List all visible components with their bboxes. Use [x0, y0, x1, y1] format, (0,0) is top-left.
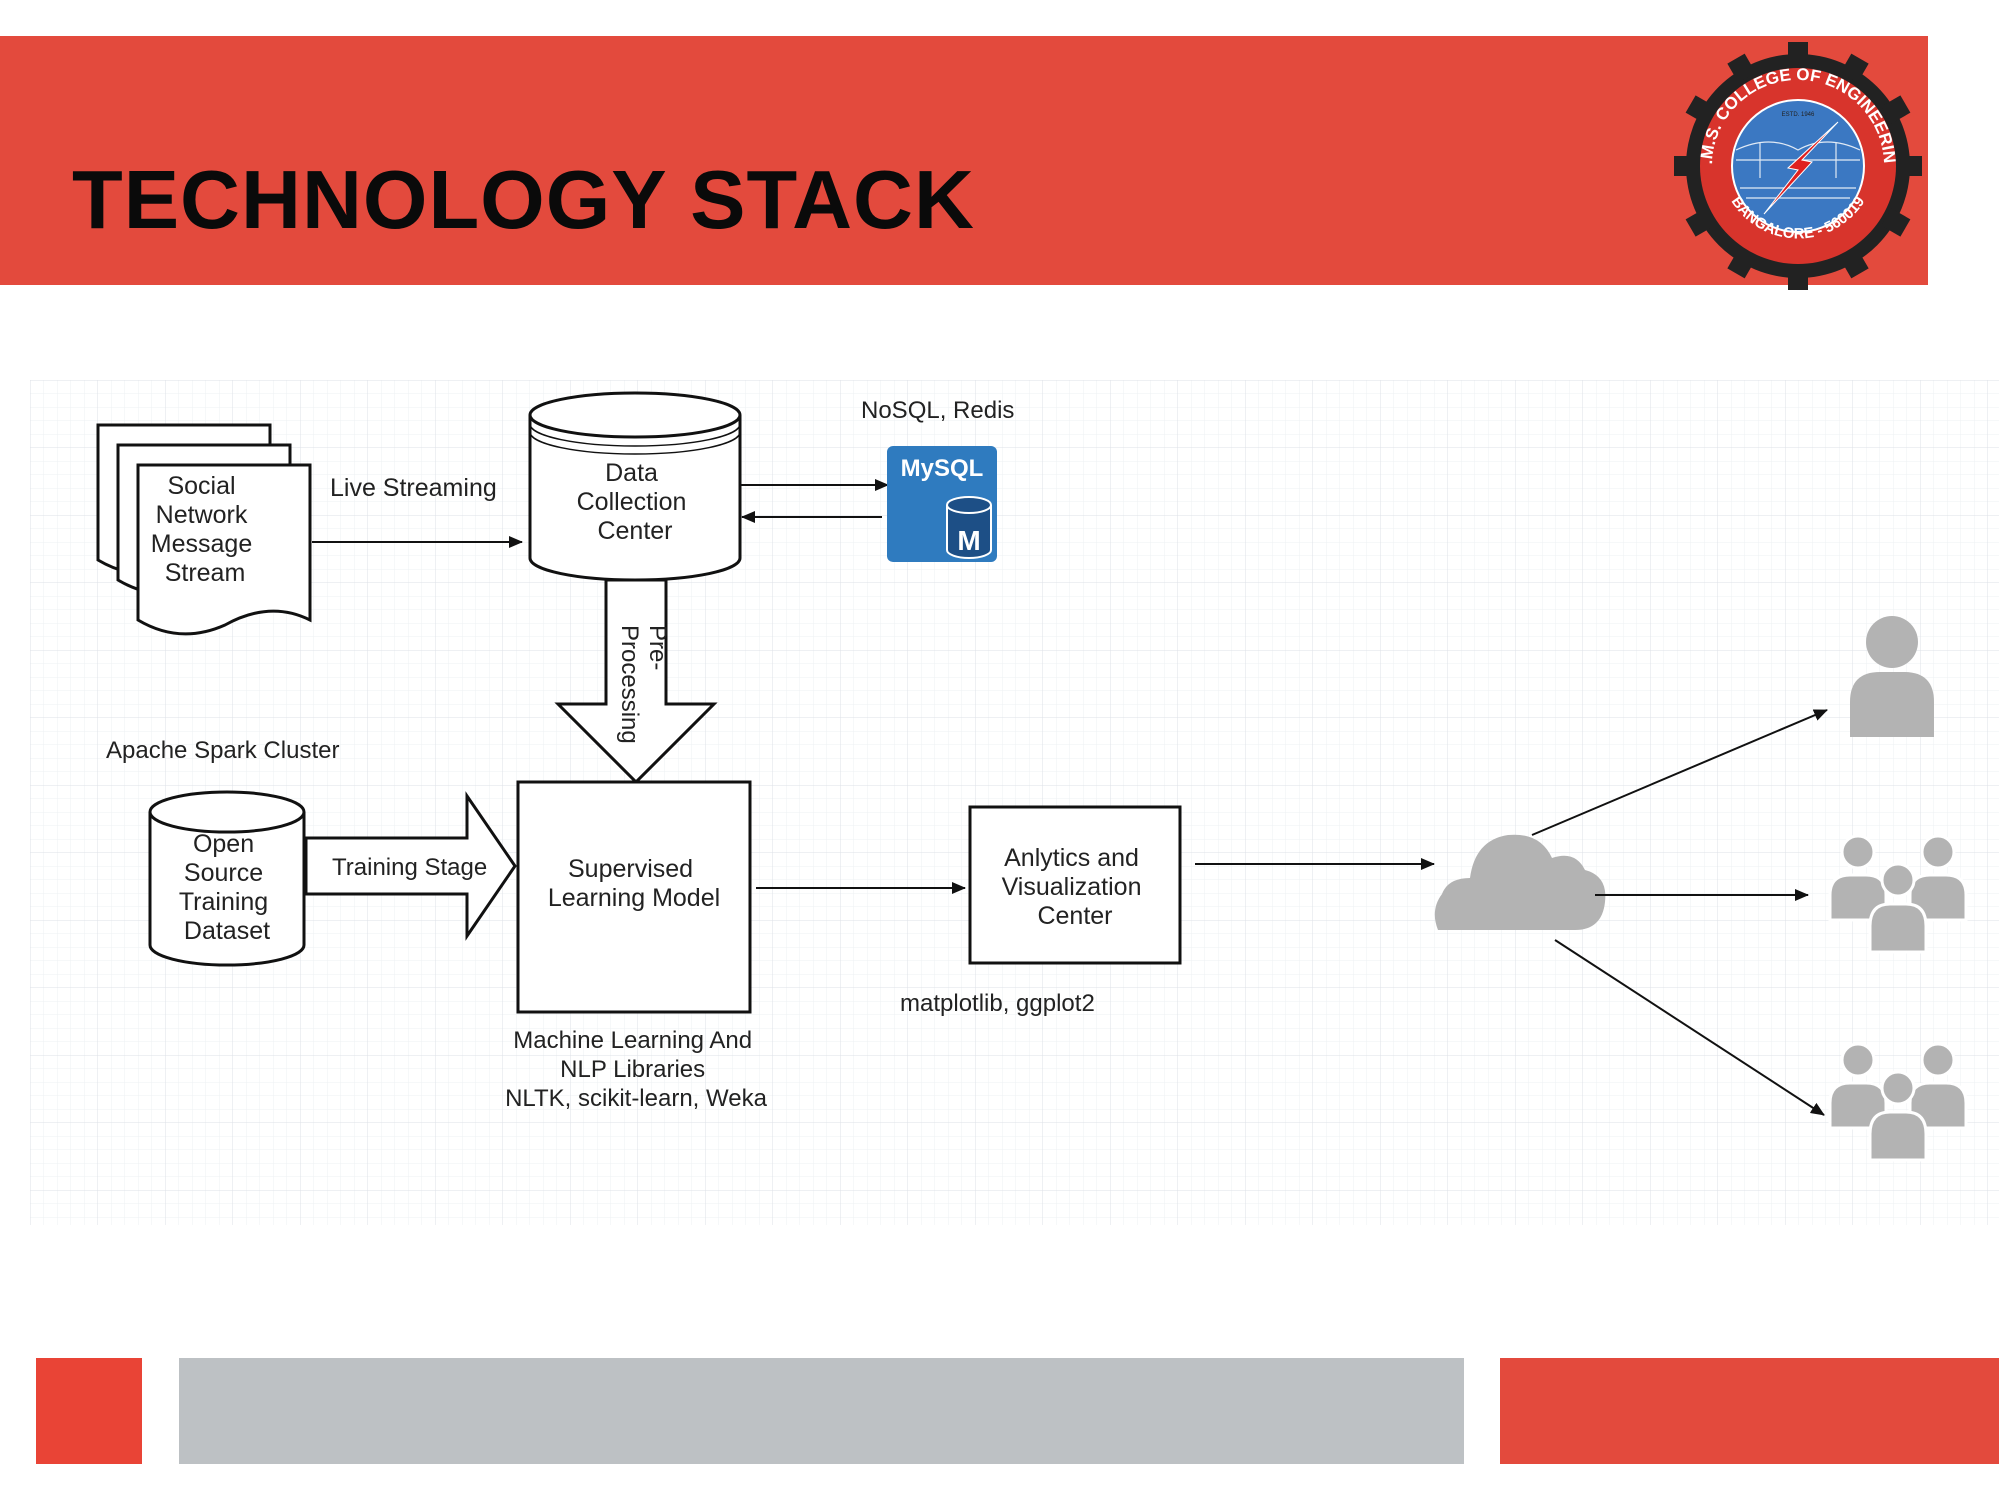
data-collection-center	[528, 391, 742, 582]
preprocessing-arrow	[554, 578, 718, 785]
mysql-letter: M	[957, 525, 980, 556]
grid-background	[30, 380, 1999, 1225]
logo-estd: ESTD. 1946	[1782, 112, 1815, 118]
mysql-title: MySQL	[901, 455, 984, 482]
social-stream-document	[96, 423, 312, 636]
live-streaming-label: Live Streaming	[330, 474, 497, 502]
cloud-icon	[1434, 834, 1606, 930]
training-dataset	[148, 790, 306, 967]
training-dataset-label: Open Source Training Dataset	[179, 830, 275, 945]
learning-model-label: Supervised Learning Model	[548, 855, 720, 912]
slide-title: TECHNOLOGY STACK	[72, 153, 975, 246]
mysql-icon	[887, 446, 997, 562]
analytics-label: Anlytics and Visualization Center	[1002, 844, 1149, 930]
users-group-icon-2	[1828, 1042, 1968, 1162]
social-stream-label: Social Network Message Stream	[151, 472, 259, 587]
footer-block-left	[36, 1358, 142, 1464]
arrow-to-user	[1531, 709, 1828, 836]
header-band	[0, 36, 1928, 285]
spark-label: Apache Spark Cluster	[106, 737, 339, 764]
analytics-box	[968, 805, 1182, 965]
architecture-diagram: Social Network Message Stream Live Strea…	[30, 380, 1999, 1225]
learning-model-box	[516, 780, 752, 1014]
training-stage-arrow	[304, 791, 517, 941]
users-group-icon	[1828, 834, 1968, 954]
user-icon	[1850, 616, 1934, 737]
footer-block-middle	[179, 1358, 1464, 1464]
data-collection-label: Data Collection Center	[577, 459, 694, 545]
libraries-label: Machine Learning And NLP Libraries NLTK,…	[505, 1027, 767, 1112]
preprocessing-label: Pre- Processing	[616, 625, 671, 744]
college-logo: ESTD. 1946 B.M.S. COLLEGE OF ENGINEERING…	[1670, 38, 1922, 290]
arrow-to-group-bottom	[1554, 939, 1825, 1116]
viz-label: matplotlib, ggplot2	[900, 990, 1095, 1017]
db-label: NoSQL, Redis	[861, 397, 1014, 424]
training-stage-label: Training Stage	[332, 854, 487, 881]
footer-block-right	[1500, 1358, 1999, 1464]
